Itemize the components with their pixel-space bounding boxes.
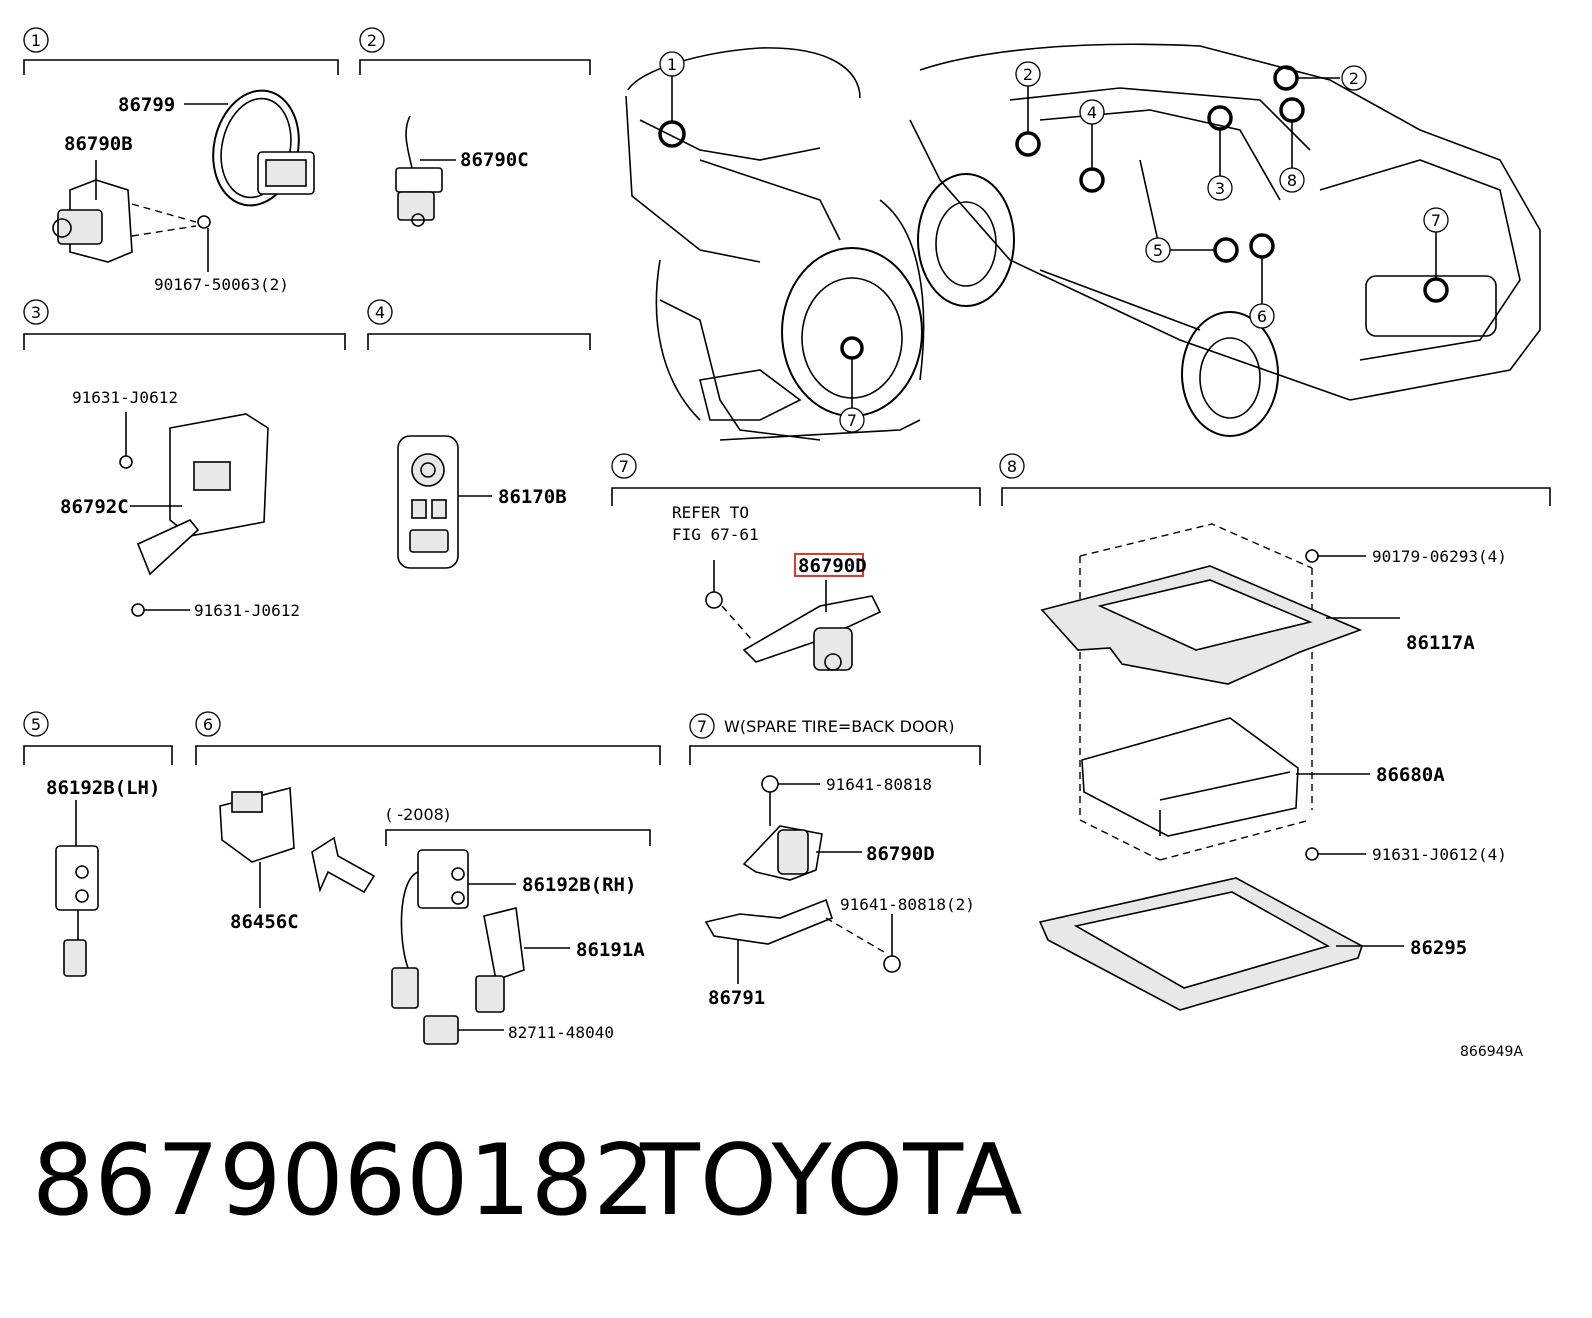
svg-text:86192B(LH): 86192B(LH) <box>46 777 160 799</box>
svg-text:86790B: 86790B <box>64 133 133 155</box>
footer-part-number: 8679060182 <box>32 1124 656 1238</box>
section-5-parts: 86192B(LH) <box>46 777 160 977</box>
svg-text:FIG 67-61: FIG 67-61 <box>672 525 759 544</box>
section-7b-header: 7 W(SPARE TIRE=BACK DOOR) <box>689 713 981 765</box>
svg-text:91631-J0612: 91631-J0612 <box>72 388 178 407</box>
svg-text:1: 1 <box>667 55 677 74</box>
footer-brand: TOYOTA <box>640 1124 1023 1238</box>
section-2-parts: 86790C <box>395 115 529 227</box>
svg-text:86790C: 86790C <box>460 149 529 171</box>
section-7b-parts: 91641-80818 86790D 91641-80818(2) 86791 <box>704 775 975 1009</box>
svg-text:W(SPARE TIRE=BACK DOOR): W(SPARE TIRE=BACK DOOR) <box>724 717 954 736</box>
svg-text:2: 2 <box>1349 69 1359 88</box>
svg-text:91641-80818(2): 91641-80818(2) <box>840 895 975 914</box>
svg-text:90167-50063(2): 90167-50063(2) <box>154 275 289 294</box>
svg-text:5: 5 <box>31 715 41 734</box>
svg-text:86295: 86295 <box>1410 937 1467 959</box>
section-5-header: 5 <box>23 711 173 765</box>
section-3-parts: 91631-J0612 86792C 91631-J0612 <box>60 388 300 620</box>
svg-text:5: 5 <box>1153 241 1163 260</box>
svg-text:4: 4 <box>375 303 385 322</box>
svg-text:86790D: 86790D <box>798 555 867 577</box>
section-1-header: 1 <box>23 27 339 75</box>
svg-text:86456C: 86456C <box>230 911 299 933</box>
section-7-parts: REFER TO FIG 67-61 86790D <box>672 503 882 671</box>
svg-text:86191A: 86191A <box>576 939 645 961</box>
car-rear-illustration: 2 2 4 3 8 5 6 7 <box>909 43 1541 437</box>
svg-text:7: 7 <box>847 411 857 430</box>
svg-text:( -2008): ( -2008) <box>386 805 450 824</box>
svg-text:86799: 86799 <box>118 94 175 116</box>
svg-text:1: 1 <box>31 31 41 50</box>
svg-text:91641-80818: 91641-80818 <box>826 775 932 794</box>
svg-text:86791: 86791 <box>708 987 765 1009</box>
highlighted-part-box <box>794 553 864 577</box>
svg-text:866949A: 866949A <box>1460 1044 1523 1060</box>
svg-text:4: 4 <box>1087 103 1097 122</box>
section-6-parts: 86456C ( -2008) 86192B(RH) 86191A 82711-… <box>219 786 651 1045</box>
svg-text:8: 8 <box>1287 171 1297 190</box>
svg-text:7: 7 <box>697 717 707 736</box>
svg-text:90179-06293(4): 90179-06293(4) <box>1372 547 1507 566</box>
section-8-parts: 86117A 86680A 90179-06293(4) 91631-J0612… <box>1038 523 1523 1060</box>
car-front-illustration: 1 7 <box>625 47 925 441</box>
svg-text:86790D: 86790D <box>866 843 935 865</box>
svg-text:3: 3 <box>1215 179 1225 198</box>
svg-text:7: 7 <box>619 457 629 476</box>
section-6-header: 6 <box>195 711 661 765</box>
svg-text:2: 2 <box>1023 65 1033 84</box>
svg-text:REFER TO: REFER TO <box>672 503 749 522</box>
svg-text:6: 6 <box>203 715 213 734</box>
section-8-header: 8 <box>999 453 1551 506</box>
svg-text:86117A: 86117A <box>1406 632 1475 654</box>
svg-text:82711-48040: 82711-48040 <box>508 1023 614 1042</box>
svg-text:2: 2 <box>367 31 377 50</box>
section-2-header: 2 <box>359 27 591 75</box>
section-4-header: 4 <box>367 299 591 350</box>
svg-text:86680A: 86680A <box>1376 764 1445 786</box>
svg-text:91631-J0612(4): 91631-J0612(4) <box>1372 845 1507 864</box>
svg-text:91631-J0612: 91631-J0612 <box>194 601 300 620</box>
svg-text:7: 7 <box>1431 211 1441 230</box>
svg-text:86170B: 86170B <box>498 486 567 508</box>
svg-text:86792C: 86792C <box>60 496 129 518</box>
svg-text:6: 6 <box>1257 307 1267 326</box>
section-1-parts: 86799 86790B 90167-50063(2) <box>52 89 315 294</box>
svg-text:8: 8 <box>1007 457 1017 476</box>
section-7-header: 7 <box>611 453 981 506</box>
section-4-parts: 86170B <box>397 435 567 569</box>
svg-text:3: 3 <box>31 303 41 322</box>
section-3-header: 3 <box>23 299 346 350</box>
svg-text:86192B(RH): 86192B(RH) <box>522 874 636 896</box>
